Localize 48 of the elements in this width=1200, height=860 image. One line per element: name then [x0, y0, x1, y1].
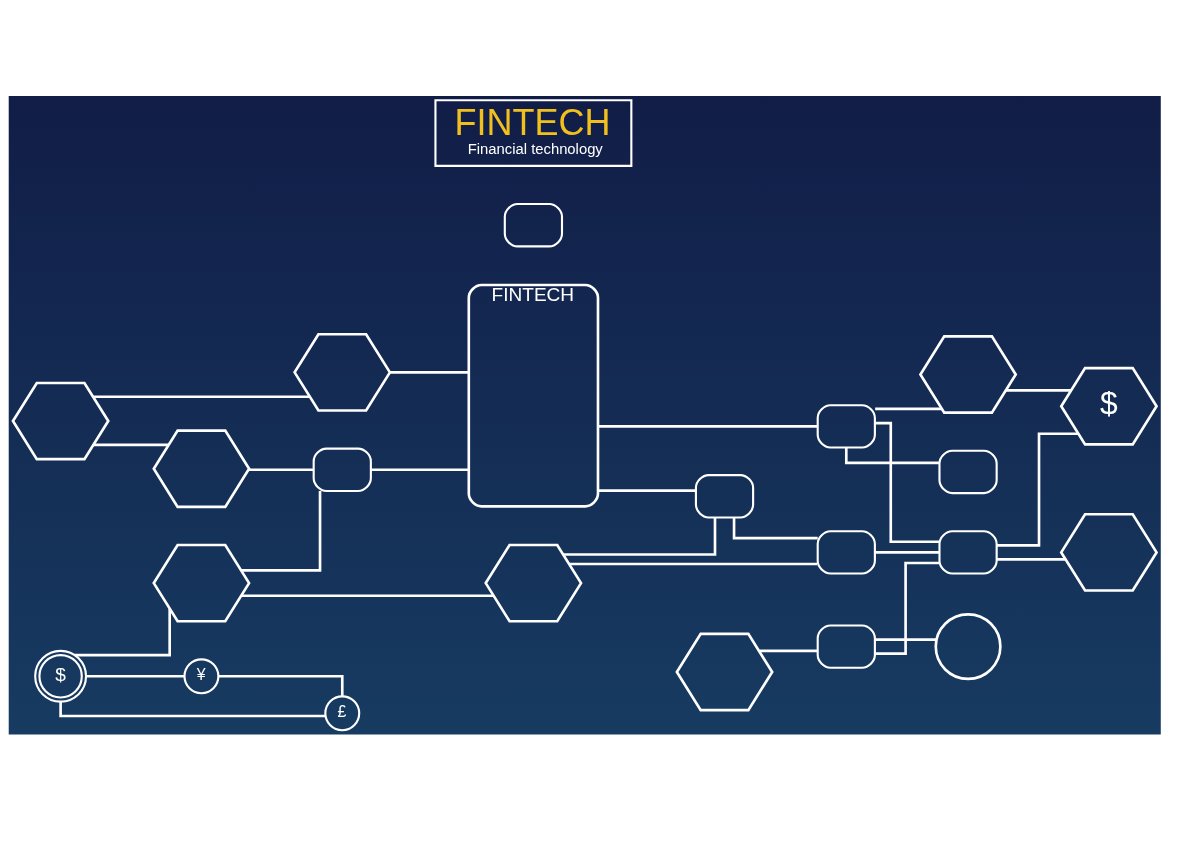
connector — [996, 557, 1066, 561]
connector — [241, 593, 494, 597]
connector — [86, 674, 185, 678]
node-box — [503, 202, 564, 247]
node-box: FINTECH — [467, 283, 600, 508]
connector — [875, 550, 940, 554]
connector — [996, 431, 1079, 547]
node-hexagon — [675, 632, 774, 711]
node-circle: $ — [34, 649, 88, 703]
node-hexagon — [152, 428, 251, 508]
node-circle — [934, 612, 1002, 680]
node-box — [938, 449, 998, 494]
connector — [1005, 388, 1072, 392]
connector — [875, 637, 937, 641]
node-box — [312, 447, 372, 492]
connector — [759, 649, 818, 652]
connector — [569, 562, 818, 565]
connector — [74, 608, 171, 656]
node-box — [694, 473, 755, 518]
connector — [248, 467, 314, 471]
node-hexagon — [152, 543, 251, 623]
connector — [875, 421, 940, 543]
node-box — [816, 529, 876, 575]
node-box — [938, 529, 998, 575]
connector — [241, 490, 322, 572]
connector — [93, 443, 169, 446]
node-hexagon — [918, 334, 1018, 414]
connector — [598, 424, 818, 428]
connector — [844, 447, 940, 464]
connector — [875, 407, 942, 410]
connector — [598, 488, 696, 492]
connector — [390, 370, 469, 374]
node-box — [816, 403, 876, 449]
connector — [59, 701, 326, 717]
connector — [370, 467, 469, 471]
node-hexagon — [293, 332, 392, 412]
connector — [563, 517, 717, 556]
node-box: FINTECH Financial technology — [434, 98, 633, 167]
node-circle: ¥ — [183, 657, 220, 694]
connector — [874, 561, 940, 655]
node-hexagon — [484, 543, 583, 623]
node-hexagon — [1059, 512, 1159, 592]
connector — [93, 394, 310, 398]
node-box — [816, 623, 876, 669]
node-circle: £ — [324, 694, 361, 731]
connector — [732, 517, 818, 539]
node-hexagon — [11, 381, 110, 461]
connector — [218, 674, 344, 696]
